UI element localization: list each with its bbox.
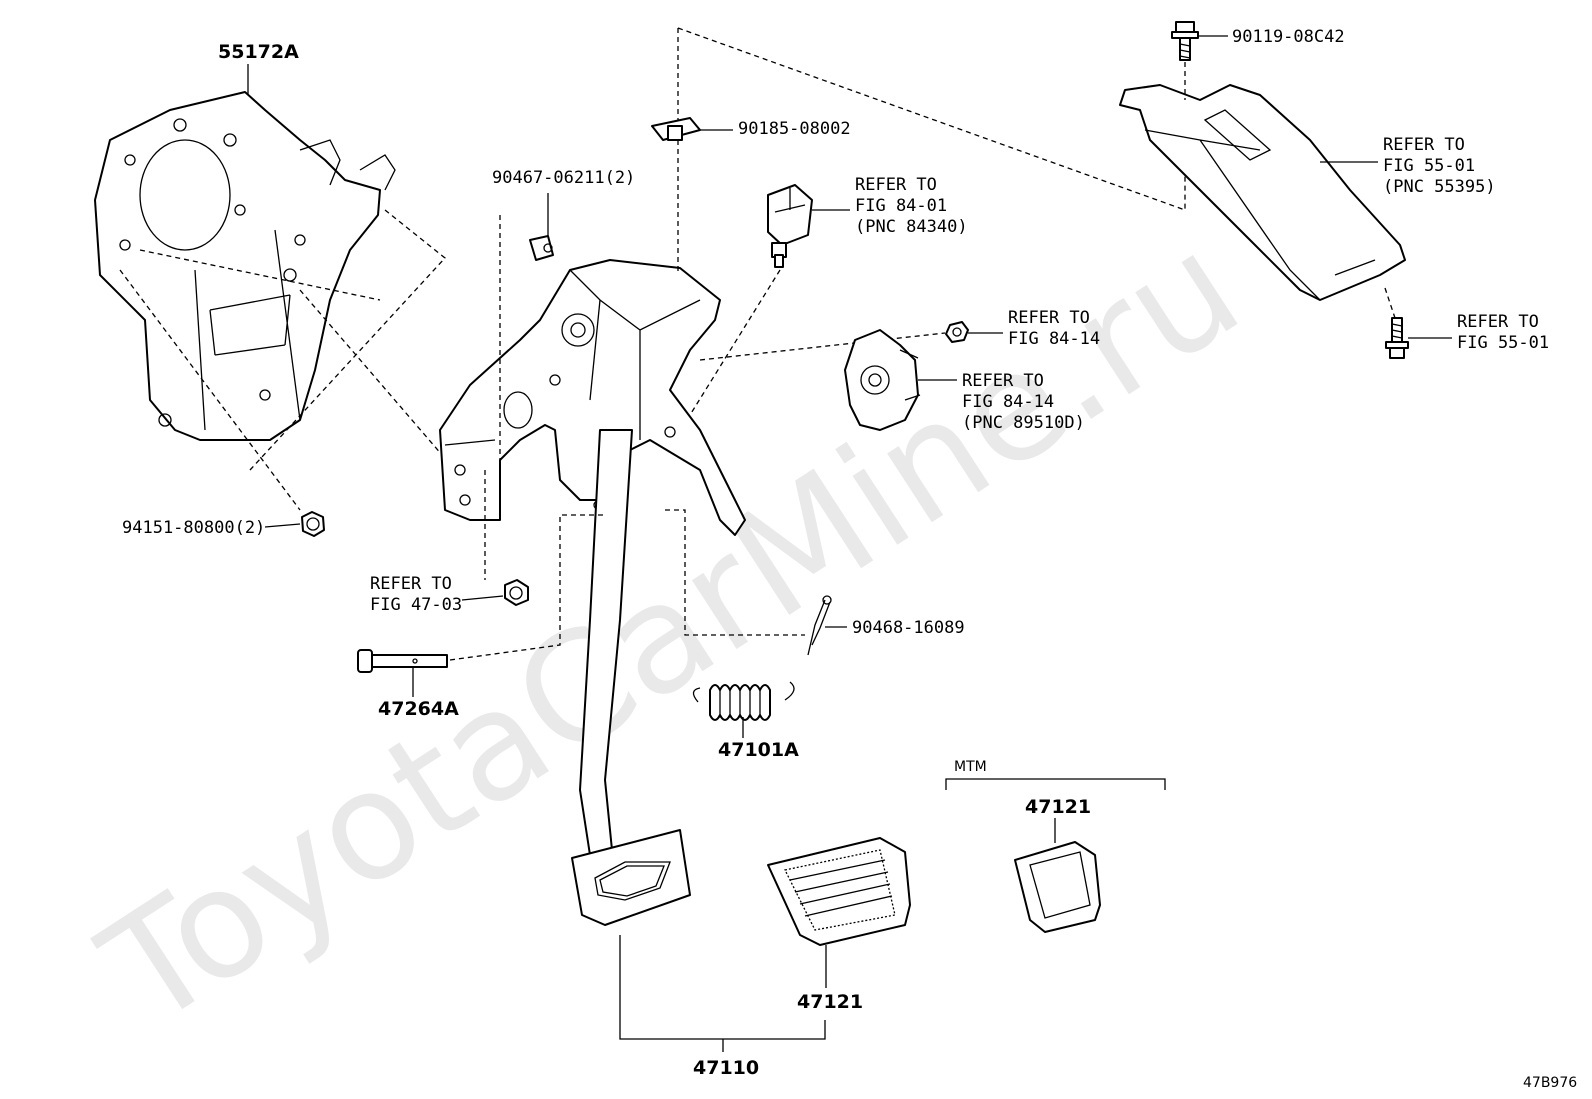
nut-94151[interactable] xyxy=(301,511,325,537)
dashed-guide-arm xyxy=(299,289,456,471)
ref-84-01-line2: FIG 84-01 xyxy=(855,196,947,216)
stop-lamp-switch[interactable] xyxy=(767,184,813,268)
label-94151: 94151-80800(2) xyxy=(122,518,265,538)
dashed-guide-bolt-lower xyxy=(1384,287,1396,319)
ref-84-14b-line3: (PNC 89510D) xyxy=(962,413,1085,433)
label-47121-mtm: 47121 xyxy=(1025,796,1091,818)
ref-84-14-line2: FIG 84-14 xyxy=(1008,329,1100,349)
return-spring-47101a[interactable] xyxy=(692,681,795,721)
sensor-89510d[interactable] xyxy=(844,329,921,431)
bracket-47110 xyxy=(619,935,826,1040)
pedal-cover-55395[interactable] xyxy=(1119,84,1406,301)
nut-refer-84-14[interactable] xyxy=(945,321,969,343)
bracket-mtm xyxy=(945,778,1166,790)
clip-90185[interactable] xyxy=(651,117,701,141)
dashed-guides-bracket xyxy=(119,209,446,511)
ref-84-14b-line2: FIG 84-14 xyxy=(962,392,1054,412)
pin-47264a[interactable] xyxy=(357,649,448,673)
bolt-refer-55-01[interactable] xyxy=(1385,317,1409,359)
ref-55-01-line1: REFER TO xyxy=(1383,135,1465,155)
clip-90467[interactable] xyxy=(529,235,554,261)
nut-refer-47-03[interactable] xyxy=(504,579,529,606)
pedal-pad-47121[interactable] xyxy=(767,837,911,946)
dashed-guide-cotter xyxy=(665,509,805,636)
ref-84-01-line1: REFER TO xyxy=(855,175,937,195)
ref-55-01b-line1: REFER TO xyxy=(1457,312,1539,332)
dashed-guide-cover xyxy=(677,27,1186,211)
ref-84-14-line1: REFER TO xyxy=(1008,308,1090,328)
ref-84-01-line3: (PNC 84340) xyxy=(855,217,968,237)
label-90467: 90467-06211(2) xyxy=(492,168,635,188)
label-55172a: 55172A xyxy=(218,41,299,63)
label-47101a: 47101A xyxy=(718,739,799,761)
label-47110: 47110 xyxy=(693,1057,759,1079)
bolt-90119[interactable] xyxy=(1171,21,1199,61)
dashed-guide-switch xyxy=(689,269,781,416)
leader-94151 xyxy=(264,523,301,528)
cotter-pin-90468[interactable] xyxy=(807,595,832,656)
ref-55-01b-line2: FIG 55-01 xyxy=(1457,333,1549,353)
brake-pedal-47110[interactable] xyxy=(571,429,691,926)
ref-47-03-line2: FIG 47-03 xyxy=(370,595,462,615)
label-mtm: MTM xyxy=(954,759,987,775)
dashed-guide-90467 xyxy=(484,215,501,580)
pedal-support-arm[interactable] xyxy=(439,259,746,536)
ref-47-03-line1: REFER TO xyxy=(370,574,452,594)
pedal-pad-47121-mtm[interactable] xyxy=(1014,841,1101,933)
pedal-bracket-55172a[interactable] xyxy=(94,91,396,441)
ref-84-14b-line1: REFER TO xyxy=(962,371,1044,391)
figure-code: 47B976 xyxy=(1523,1075,1577,1091)
ref-55-01-line2: FIG 55-01 xyxy=(1383,156,1475,176)
label-47264a: 47264A xyxy=(378,698,459,720)
label-90185: 90185-08002 xyxy=(738,119,851,139)
leader-ref-47-03 xyxy=(461,595,504,601)
label-47121: 47121 xyxy=(797,991,863,1013)
label-90119: 90119-08C42 xyxy=(1232,27,1345,47)
label-90468: 90468-16089 xyxy=(852,618,965,638)
dashed-guide-pin xyxy=(449,514,605,661)
ref-55-01-line3: (PNC 55395) xyxy=(1383,177,1496,197)
